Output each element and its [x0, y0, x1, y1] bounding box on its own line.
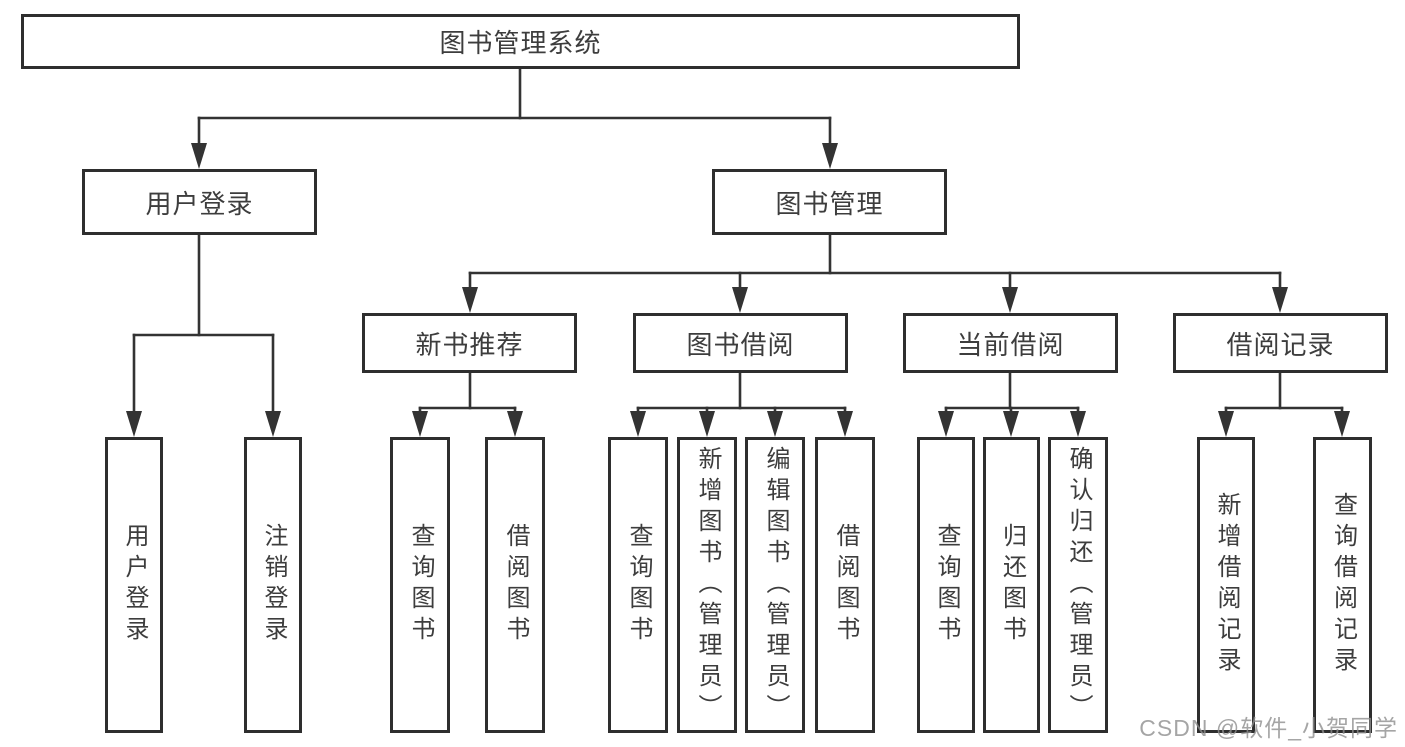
- arrowhead-icons: [126, 143, 1350, 437]
- leaf-query-books-current: 查询图书: [917, 437, 975, 733]
- node-current-borrow: 当前借阅: [903, 313, 1118, 373]
- node-book-management: 图书管理: [712, 169, 947, 235]
- node-book-management-label: 图书管理: [775, 188, 884, 219]
- node-user-login: 用户登录: [82, 169, 317, 235]
- leaf-add-borrow-record: 新增借阅记录: [1197, 437, 1255, 733]
- leaf-add-borrow-record-label: 新增借阅记录: [1213, 492, 1240, 678]
- node-borrow-records: 借阅记录: [1173, 313, 1388, 373]
- leaf-borrow-books: 借阅图书: [815, 437, 875, 733]
- leaf-confirm-return-admin: 确认归还（管理员）: [1048, 437, 1108, 733]
- leaf-edit-book-admin-label: 编辑图书（管理员）: [762, 445, 789, 725]
- node-root-label: 图书管理系统: [439, 28, 602, 58]
- leaf-confirm-return-admin-label: 确认归还（管理员）: [1065, 445, 1092, 725]
- leaf-add-book-admin: 新增图书（管理员）: [677, 437, 737, 733]
- node-borrow-records-label: 借阅记录: [1226, 329, 1335, 360]
- node-user-login-label: 用户登录: [145, 188, 254, 219]
- leaf-query-borrow-record-label: 查询借阅记录: [1329, 492, 1357, 678]
- leaf-return-books-label: 归还图书: [998, 523, 1026, 647]
- watermark: CSDN @软件_小贺同学: [1139, 715, 1398, 741]
- leaf-query-books-recommend: 查询图书: [390, 437, 450, 733]
- leaf-query-borrow-record: 查询借阅记录: [1313, 437, 1372, 733]
- leaf-logout-login: 注销登录: [244, 437, 302, 733]
- leaf-borrow-books-recommend: 借阅图书: [485, 437, 545, 733]
- node-new-book-recommend-label: 新书推荐: [415, 329, 524, 360]
- leaf-user-login-label: 用户登录: [121, 523, 148, 647]
- node-book-borrow: 图书借阅: [633, 313, 848, 373]
- leaf-query-books-current-label: 查询图书: [933, 523, 960, 647]
- node-root: 图书管理系统: [21, 14, 1020, 69]
- leaf-return-books: 归还图书: [983, 437, 1040, 733]
- leaf-query-books-borrow: 查询图书: [608, 437, 668, 733]
- leaf-borrow-books-recommend-label: 借阅图书: [502, 523, 529, 647]
- leaf-user-login: 用户登录: [105, 437, 163, 733]
- leaf-edit-book-admin: 编辑图书（管理员）: [745, 437, 805, 733]
- node-new-book-recommend: 新书推荐: [362, 313, 577, 373]
- node-current-borrow-label: 当前借阅: [956, 329, 1065, 360]
- leaf-borrow-books-label: 借阅图书: [832, 523, 859, 647]
- leaf-query-books-recommend-label: 查询图书: [407, 523, 434, 647]
- leaf-query-books-borrow-label: 查询图书: [625, 523, 652, 647]
- leaf-add-book-admin-label: 新增图书（管理员）: [694, 445, 721, 725]
- node-book-borrow-label: 图书借阅: [686, 329, 795, 360]
- leaf-logout-login-label: 注销登录: [260, 523, 287, 647]
